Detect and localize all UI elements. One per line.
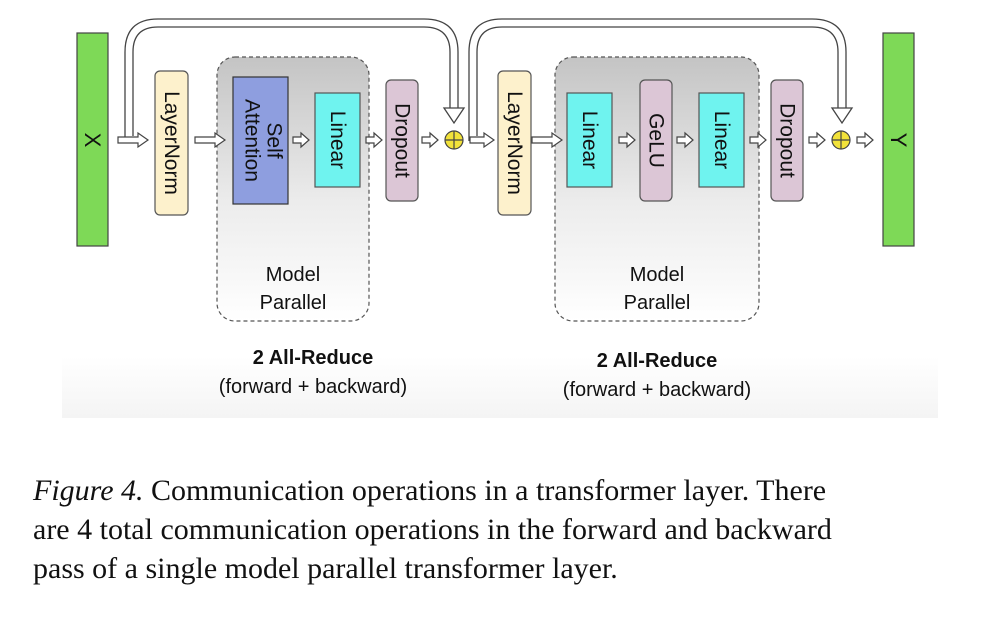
linear-block-3: Linear	[698, 92, 745, 188]
caption-line-1-text: Communication operations in a transforme…	[143, 474, 827, 507]
dropout-label-1: Dropout	[391, 103, 414, 178]
figure-caption: Figure 4. Communication operations in a …	[33, 471, 983, 588]
arrow-icon	[469, 131, 496, 149]
add-node-2	[831, 130, 851, 150]
model-parallel-label-2-line1: Model	[630, 264, 684, 286]
transformer-layer-diagram: X Y LayerNorm Self Attention Linear Drop…	[62, 8, 938, 418]
caption-line-3: pass of a single model parallel transfor…	[33, 552, 618, 585]
dropout-label-2: Dropout	[776, 103, 799, 178]
self-attention-label-line1: Self	[263, 122, 286, 158]
arrow-icon	[808, 131, 826, 149]
gelu-label: GeLU	[645, 113, 668, 168]
all-reduce-note-2-title: 2 All-Reduce	[597, 350, 717, 372]
arrow-icon	[749, 131, 767, 149]
all-reduce-note-2-subtitle: (forward + backward)	[563, 379, 751, 401]
linear-label-2: Linear	[578, 111, 601, 169]
linear-block-2: Linear	[566, 92, 613, 188]
linear-label-1: Linear	[326, 111, 349, 169]
residual-connection-1-inner	[132, 26, 451, 136]
arrow-icon	[676, 131, 694, 149]
layernorm-block-1: LayerNorm	[154, 70, 189, 216]
layernorm-label-1: LayerNorm	[160, 91, 183, 195]
layernorm-block-2: LayerNorm	[497, 70, 532, 216]
arrowhead-icon	[830, 107, 854, 125]
arrow-icon	[292, 131, 310, 149]
self-attention-block: Self Attention	[232, 76, 289, 205]
residual-connection-2-outer	[468, 18, 847, 141]
output-y-block: Y	[882, 32, 915, 247]
arrow-icon	[618, 131, 636, 149]
dropout-block-1: Dropout	[385, 79, 419, 202]
dropout-block-2: Dropout	[770, 79, 804, 202]
output-label: Y	[886, 133, 911, 148]
model-parallel-label-1-line1: Model	[266, 264, 320, 286]
arrow-icon	[365, 131, 383, 149]
self-attention-label-line2: Attention	[241, 99, 264, 182]
residual-connection-2-inner	[476, 26, 839, 136]
input-label: X	[80, 133, 105, 148]
caption-line-1: Figure 4. Communication operations in a …	[33, 471, 983, 510]
caption-line-2: are 4 total communication operations in …	[33, 513, 832, 546]
arrow-icon	[194, 131, 227, 149]
layernorm-label-2: LayerNorm	[503, 91, 526, 195]
model-parallel-label-2-line2: Parallel	[624, 292, 691, 314]
all-reduce-note-1-subtitle: (forward + backward)	[219, 376, 407, 398]
arrow-icon	[531, 131, 564, 149]
add-node-1	[444, 130, 464, 150]
all-reduce-note-1-title: 2 All-Reduce	[253, 347, 373, 369]
input-x-block: X	[76, 32, 109, 247]
model-parallel-label-1-line2: Parallel	[260, 292, 327, 314]
gelu-block: GeLU	[639, 79, 673, 202]
linear-block-1: Linear	[314, 92, 361, 188]
arrowhead-icon	[442, 107, 466, 125]
residual-connections	[124, 18, 847, 141]
arrow-icon	[421, 131, 439, 149]
flow-arrows	[117, 131, 874, 149]
linear-label-3: Linear	[710, 111, 733, 169]
residual-connection-1-outer	[124, 18, 459, 141]
arrow-icon	[117, 131, 150, 149]
figure-label: Figure 4.	[33, 474, 144, 507]
arrow-icon	[856, 131, 874, 149]
